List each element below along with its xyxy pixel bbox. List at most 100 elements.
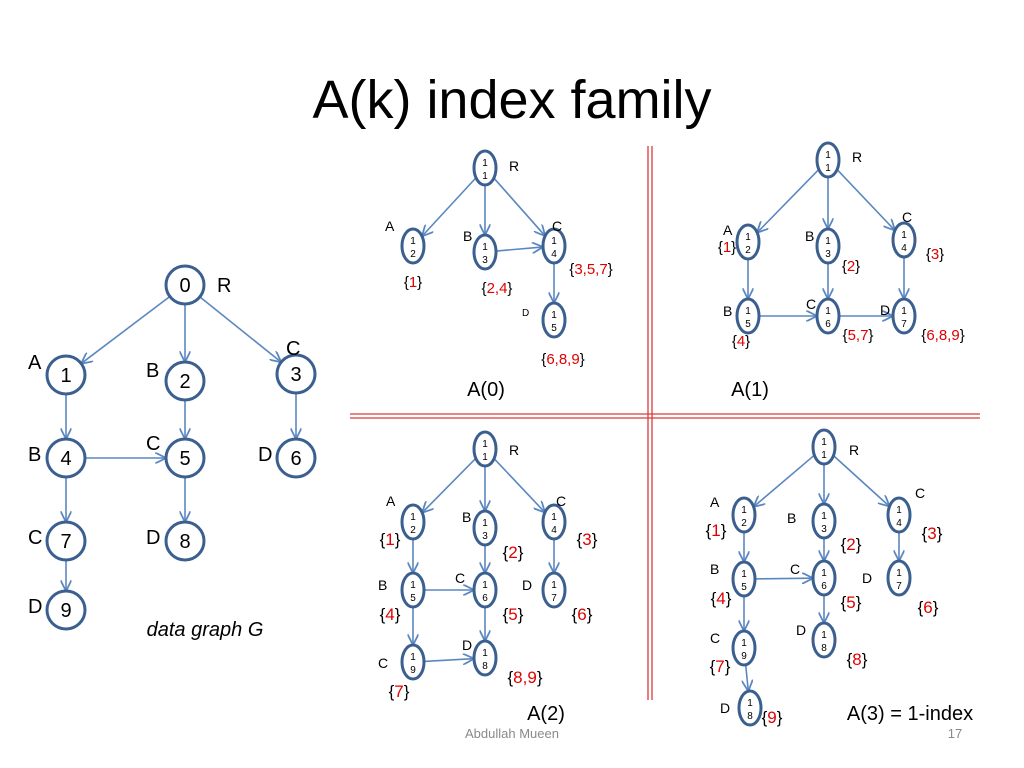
node-circle <box>891 297 917 335</box>
node-id-top: 1 <box>551 310 557 321</box>
node-label: C <box>806 296 816 312</box>
diagram-caption: A(3) = 1-index <box>847 703 973 725</box>
node-circle <box>472 149 498 187</box>
node-label: C <box>552 218 562 234</box>
node-label: B <box>723 303 732 319</box>
diagram-a0: 11R12A{1}13B{2,4}14C{3,5,7}15D{6,8,9}A(0… <box>385 149 613 401</box>
node-n1: 1A <box>28 352 87 396</box>
node-id-top: 1 <box>821 568 827 579</box>
node-circle <box>735 223 761 261</box>
node-label: A <box>385 218 395 234</box>
node-circle <box>275 353 317 395</box>
node-label: D <box>28 596 42 618</box>
node-id: 9 <box>60 600 71 622</box>
node-n3: 3C <box>275 338 317 395</box>
node-circle <box>815 297 841 335</box>
node-circle <box>886 496 912 534</box>
node-label: A <box>723 222 733 238</box>
node-id-top: 1 <box>821 630 827 641</box>
quadrant-dividers <box>350 146 980 700</box>
node-label: D <box>796 622 806 638</box>
node-id-top: 1 <box>482 158 488 169</box>
node-id: 5 <box>179 448 190 470</box>
node-label: B <box>28 444 41 466</box>
node-extent: {7} <box>710 657 731 676</box>
node-circle <box>731 560 757 598</box>
node-circle <box>472 233 498 271</box>
node-label: A <box>710 494 720 510</box>
node-circle <box>541 301 567 339</box>
node-id-top: 1 <box>410 580 416 591</box>
node-label: A <box>28 352 42 374</box>
node-id-bottom: 2 <box>410 525 416 536</box>
node-n5: 5C <box>146 433 206 479</box>
node-id-bottom: 2 <box>741 518 747 529</box>
node-extent: {6,8,9} <box>541 351 584 368</box>
node-extent: {8,9} <box>507 668 542 687</box>
node-circle <box>886 559 912 597</box>
node-b17: 17D{6,8,9} <box>880 297 965 344</box>
node-circle <box>400 227 426 265</box>
node-id-bottom: 1 <box>482 171 488 182</box>
node-id-bottom: 4 <box>896 518 902 529</box>
node-n9: 9D <box>28 589 87 631</box>
node-label: D <box>720 700 730 716</box>
node-label: B <box>146 360 159 382</box>
node-circle <box>541 227 567 265</box>
edge-n0-n3 <box>199 296 281 362</box>
node-id-top: 1 <box>896 505 902 516</box>
node-circle <box>45 589 87 631</box>
node-circle <box>815 227 841 265</box>
edge-d15-d16 <box>754 578 812 579</box>
node-id-bottom: 1 <box>821 450 827 461</box>
node-extent: {7} <box>389 682 410 701</box>
node-circle <box>472 571 498 609</box>
node-circle <box>275 437 317 479</box>
node-id-bottom: 3 <box>825 249 831 260</box>
edge-c11-c12 <box>423 457 477 512</box>
node-id-bottom: 6 <box>821 581 827 592</box>
node-n6: 6D <box>258 437 317 479</box>
node-extent: {2} <box>841 535 862 554</box>
node-d13: 13B{2} <box>787 502 862 554</box>
node-id-top: 1 <box>825 306 831 317</box>
node-label: C <box>455 570 465 586</box>
node-id-top: 1 <box>551 236 557 247</box>
edge-d11-d14 <box>832 455 888 506</box>
node-id-bottom: 8 <box>482 661 488 672</box>
node-id-top: 1 <box>741 505 747 516</box>
node-c17: 17D{6} <box>522 571 593 624</box>
node-label: D <box>862 570 872 586</box>
node-label: C <box>286 338 300 360</box>
node-extent: {6} <box>572 605 593 624</box>
node-extent: {2} <box>503 543 524 562</box>
node-id-top: 1 <box>482 439 488 450</box>
node-id-bottom: 6 <box>825 319 831 330</box>
node-circle <box>811 428 837 466</box>
node-id: 6 <box>290 448 301 470</box>
node-label: C <box>556 493 566 509</box>
node-circle <box>811 621 837 659</box>
node-id-top: 1 <box>745 232 751 243</box>
node-id-top: 1 <box>896 568 902 579</box>
edge-c11-c14 <box>493 458 544 512</box>
node-label: A <box>386 493 396 509</box>
node-extent: {1} <box>380 530 401 549</box>
node-b16: 16C{5,7} <box>806 296 873 344</box>
node-extent: {4} <box>711 589 732 608</box>
node-id-bottom: 4 <box>551 249 557 260</box>
node-d16: 16C{5} <box>790 559 862 612</box>
node-n8: 8D <box>146 520 206 562</box>
node-label: R <box>509 442 519 458</box>
node-extent: {3,5,7} <box>569 261 612 278</box>
node-extent: {3} <box>926 246 944 263</box>
node-id-top: 1 <box>410 512 416 523</box>
node-label: R <box>509 158 519 174</box>
node-circle <box>731 496 757 534</box>
node-id: 0 <box>179 275 190 297</box>
